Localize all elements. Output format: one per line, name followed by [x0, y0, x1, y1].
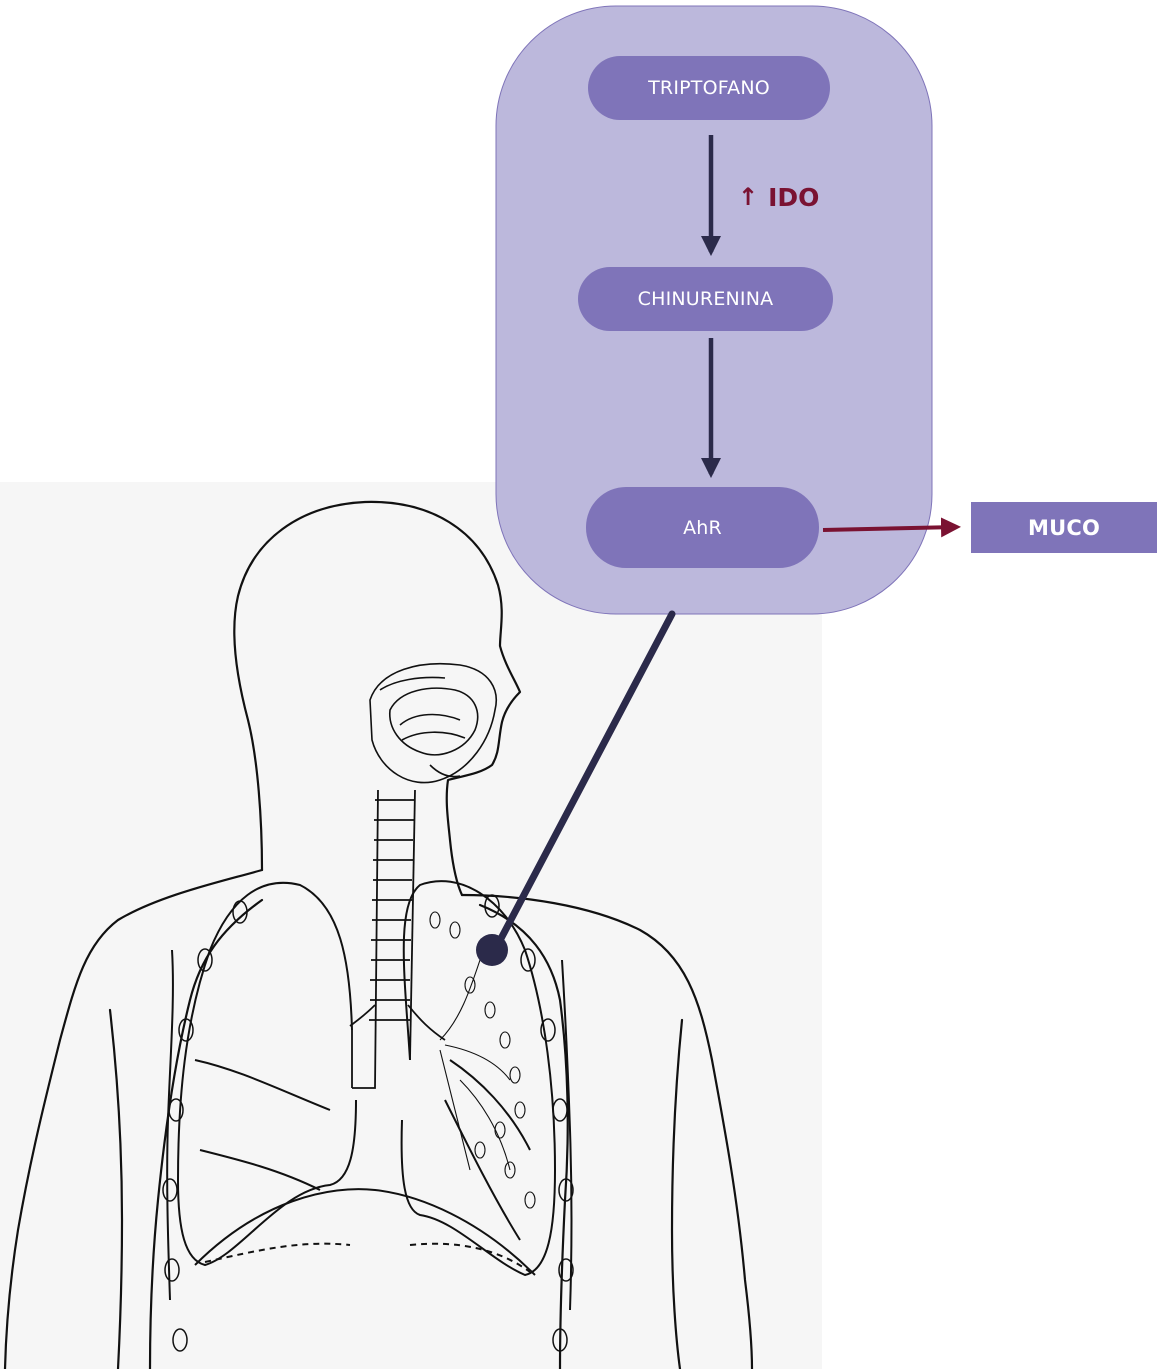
node-chinurenina: CHINURENINA: [578, 267, 833, 331]
node-ahr: AhR: [586, 487, 819, 568]
illustration-background: [0, 482, 822, 1369]
connector-dot: [476, 934, 508, 966]
enzyme-label: ↑ IDO: [738, 181, 819, 213]
enzyme-name: IDO: [768, 183, 819, 212]
up-arrow-icon: ↑: [738, 183, 758, 211]
node-triptofano: TRIPTOFANO: [588, 56, 830, 120]
node-muco: MUCO: [971, 502, 1157, 553]
